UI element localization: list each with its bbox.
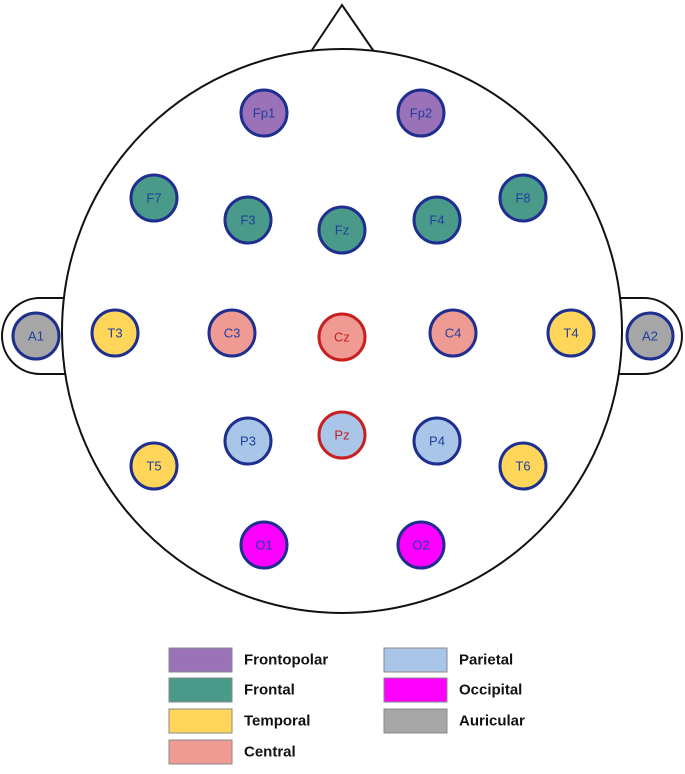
legend-item-frontal: Frontal (168, 677, 295, 703)
electrode-t3-label: T3 (107, 326, 122, 341)
electrode-f3-label: F3 (240, 213, 255, 228)
electrode-fp1-circle (239, 88, 289, 138)
legend-label-parietal: Parietal (459, 652, 513, 669)
electrode-fp1: Fp1 (239, 88, 289, 138)
legend-item-central: Central (168, 739, 296, 765)
nose (308, 3, 377, 54)
legend-label-temporal: Temporal (244, 713, 310, 730)
electrode-p4: P4 (412, 416, 462, 466)
electrode-cz-circle (317, 312, 367, 362)
electrode-cz: Cz (317, 312, 367, 362)
electrode-o1-circle (239, 520, 289, 570)
electrode-c4: C4 (428, 308, 478, 358)
electrode-t6-circle (498, 441, 548, 491)
electrode-f4: F4 (412, 195, 462, 245)
electrode-a1-label: A1 (28, 329, 44, 344)
electrode-f7-label: F7 (146, 191, 161, 206)
legend-item-auricular: Auricular (383, 708, 525, 734)
electrode-f8: F8 (498, 173, 548, 223)
legend-item-frontopolar: Frontopolar (168, 647, 328, 673)
legend-swatch-frontal (168, 677, 233, 703)
electrode-f8-label: F8 (515, 191, 530, 206)
electrodes: Fp1 Fp2 F7 F3 Fz F4 F8 A1 (11, 88, 675, 570)
electrode-c4-circle (428, 308, 478, 358)
electrode-p4-label: P4 (429, 434, 445, 449)
electrode-pz-label: Pz (334, 428, 349, 443)
electrode-t4: T4 (546, 308, 596, 358)
legend-swatch-occipital (383, 677, 448, 703)
legend-item-temporal: Temporal (168, 708, 310, 734)
electrode-fz-label: Fz (335, 223, 349, 238)
electrode-t5-label: T5 (146, 459, 161, 474)
electrode-pz-circle (317, 410, 367, 460)
electrode-f3-circle (223, 195, 273, 245)
electrode-p3-label: P3 (240, 434, 256, 449)
legend-item-parietal: Parietal (383, 647, 513, 673)
electrode-f7: F7 (129, 173, 179, 223)
legend-label-central: Central (244, 744, 296, 761)
electrode-cz-label: Cz (334, 330, 350, 345)
electrode-fp1-label: Fp1 (253, 106, 275, 121)
electrode-t5: T5 (129, 441, 179, 491)
electrode-o2-circle (396, 520, 446, 570)
electrode-t3-circle (90, 308, 140, 358)
electrode-f7-circle (129, 173, 179, 223)
electrode-o2: O2 (396, 520, 446, 570)
electrode-c4-label: C4 (445, 326, 462, 341)
electrode-t5-circle (129, 441, 179, 491)
legend-swatch-auricular (383, 708, 448, 734)
electrode-fz-circle (317, 205, 367, 255)
electrode-pz: Pz (317, 410, 367, 460)
legend-label-frontal: Frontal (244, 682, 295, 699)
electrode-p3: P3 (223, 416, 273, 466)
electrode-a2-circle (625, 311, 675, 361)
electrode-p3-circle (223, 416, 273, 466)
legend-swatch-temporal (168, 708, 233, 734)
electrode-fp2-circle (396, 88, 446, 138)
legend: Frontopolar Frontal Temporal Central Par… (168, 647, 525, 765)
electrode-fp2-label: Fp2 (410, 106, 432, 121)
head-outline (1, 3, 683, 614)
legend-label-auricular: Auricular (459, 713, 525, 730)
electrode-t4-circle (546, 308, 596, 358)
electrode-fz: Fz (317, 205, 367, 255)
legend-swatch-frontopolar (168, 647, 233, 673)
electrode-a1: A1 (11, 311, 61, 361)
electrode-t6: T6 (498, 441, 548, 491)
legend-item-occipital: Occipital (383, 677, 522, 703)
electrode-f4-circle (412, 195, 462, 245)
electrode-c3-label: C3 (224, 326, 241, 341)
electrode-c3: C3 (207, 308, 257, 358)
electrode-a2-label: A2 (642, 329, 658, 344)
electrode-t4-label: T4 (563, 326, 578, 341)
electrode-f4-label: F4 (429, 213, 444, 228)
legend-label-occipital: Occipital (459, 682, 522, 699)
electrode-f3: F3 (223, 195, 273, 245)
legend-label-frontopolar: Frontopolar (244, 652, 328, 669)
legend-swatch-central (168, 739, 233, 765)
electrode-o1-label: O1 (255, 538, 272, 553)
electrode-a2: A2 (625, 311, 675, 361)
electrode-c3-circle (207, 308, 257, 358)
electrode-t3: T3 (90, 308, 140, 358)
electrode-p4-circle (412, 416, 462, 466)
legend-swatch-parietal (383, 647, 448, 673)
electrode-o1: O1 (239, 520, 289, 570)
electrode-a1-circle (11, 311, 61, 361)
electrode-o2-label: O2 (412, 538, 429, 553)
electrode-t6-label: T6 (515, 459, 530, 474)
electrode-fp2: Fp2 (396, 88, 446, 138)
electrode-f8-circle (498, 173, 548, 223)
